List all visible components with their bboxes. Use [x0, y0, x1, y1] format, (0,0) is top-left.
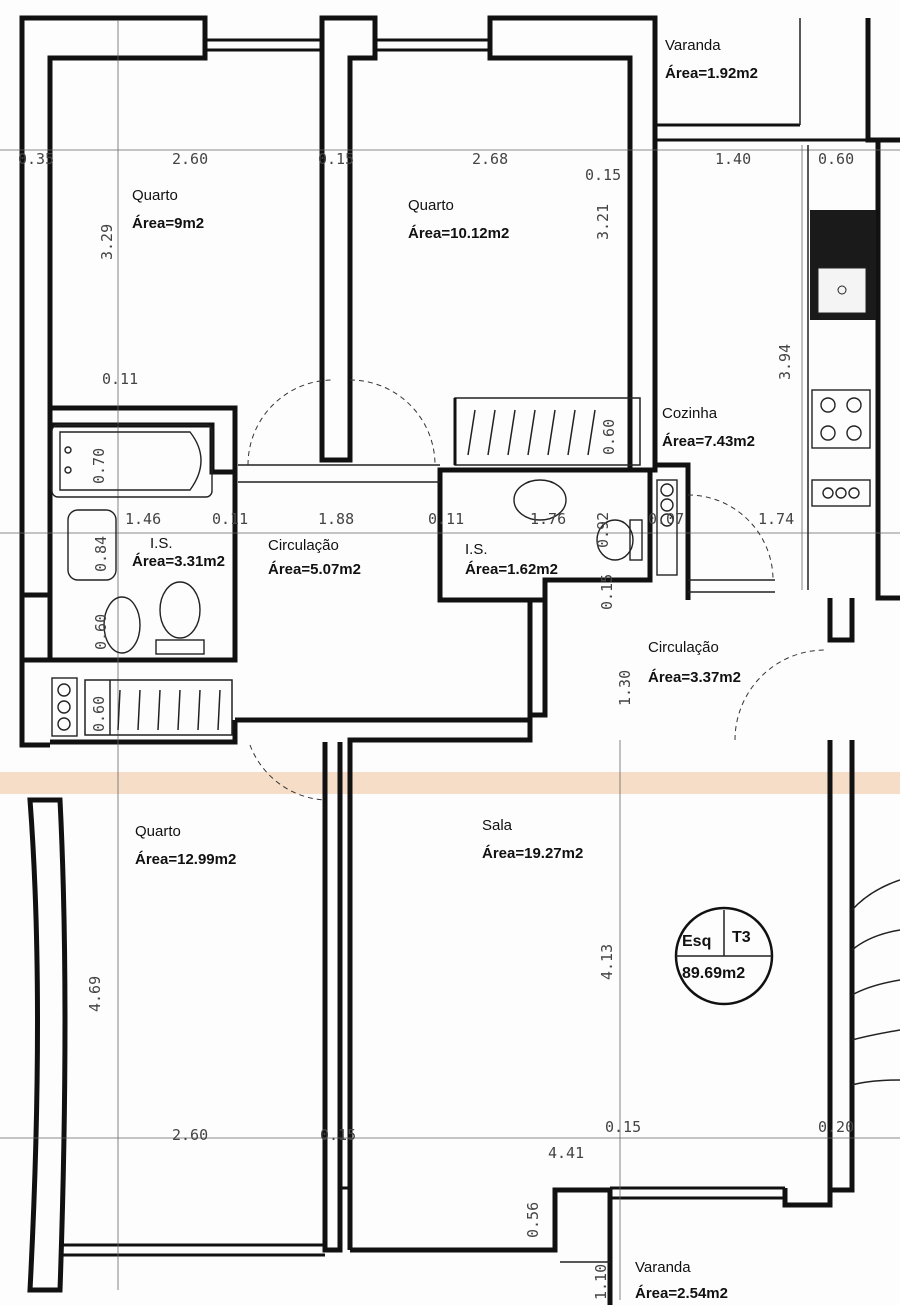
dim-label: 1.46 [125, 510, 161, 528]
dim-label: 1.74 [758, 510, 794, 528]
heater-icon [656, 479, 678, 576]
room-labels: Quarto Área=9m2 Quarto Área=10.12m2 Vara… [132, 37, 758, 1302]
dim-label: 0.70 [90, 448, 108, 484]
room-area-circulacao-1: Área=5.07m2 [268, 561, 361, 578]
dim-label: 0.15 [585, 166, 621, 184]
bathtub-icon [51, 424, 213, 498]
room-name-varanda-1: Varanda [665, 37, 721, 54]
dim-label: 4.41 [548, 1144, 584, 1162]
badge-total: 89.69m2 [682, 965, 745, 982]
dim-label: 0.56 [524, 1202, 542, 1238]
badge-line2: T3 [732, 929, 751, 946]
dim-label: 3.94 [776, 344, 794, 380]
heater-icon-2 [51, 677, 78, 737]
room-area-quarto-1: Área=9m2 [132, 215, 204, 232]
dim-label: 0.92 [594, 512, 612, 548]
bidet-icon [103, 596, 141, 654]
room-area-varanda-1: Área=1.92m2 [665, 65, 758, 82]
stairs [851, 879, 900, 1086]
dim-label: 0.20 [818, 1118, 854, 1136]
dimension-labels: 0.35 2.60 0.15 2.68 0.15 3.29 3.21 1.40 … [18, 150, 854, 1300]
dim-label: 0.15 [598, 574, 616, 610]
closet-hatching-2 [117, 689, 221, 731]
toilet-icon-2 [596, 519, 634, 561]
walls [19, 15, 900, 1305]
fixtures [51, 145, 900, 1086]
dim-label: 2.60 [172, 1126, 208, 1144]
dim-label: 0.60 [90, 696, 108, 732]
room-name-quarto-2: Quarto [408, 197, 454, 214]
room-name-circulacao-1: Circulação [268, 537, 339, 554]
room-area-is-2: Área=1.62m2 [465, 561, 558, 578]
dim-label: 0.11 [212, 510, 248, 528]
paper-fold-stain [0, 772, 900, 794]
dim-label: 0.15 [320, 1126, 356, 1144]
room-name-circulacao-2: Circulação [648, 639, 719, 656]
dimension-lines [0, 20, 900, 1300]
room-name-varanda-2: Varanda [635, 1259, 691, 1276]
dim-label: 0.11 [102, 370, 138, 388]
room-name-is-1: I.S. [150, 535, 173, 552]
room-name-quarto-1: Quarto [132, 187, 178, 204]
room-area-quarto-3: Área=12.99m2 [135, 851, 236, 868]
dim-label: 1.10 [592, 1264, 610, 1300]
dim-label: 0.84 [92, 536, 110, 572]
apartment-badge: Esq T3 89.69m2 [674, 906, 774, 1006]
washbasin-icon [67, 509, 117, 581]
room-area-circulacao-2: Área=3.37m2 [648, 669, 741, 686]
room-area-quarto-2: Área=10.12m2 [408, 225, 509, 242]
room-area-is-1: Área=3.31m2 [132, 553, 225, 570]
dim-label: 3.29 [98, 224, 116, 260]
oven-icon [811, 479, 871, 507]
dim-label: 4.13 [598, 944, 616, 980]
dim-label: 0.15 [605, 1118, 641, 1136]
dim-label: 2.68 [472, 150, 508, 168]
dim-label: 4.69 [86, 976, 104, 1012]
dim-label: 1.40 [715, 150, 751, 168]
room-name-quarto-3: Quarto [135, 823, 181, 840]
badge-line1: Esq [682, 933, 711, 950]
dim-label: 0.60 [92, 614, 110, 650]
room-area-sala: Área=19.27m2 [482, 845, 583, 862]
kitchen-sink-icon [817, 267, 867, 314]
dim-label: 0.07 [648, 510, 684, 528]
room-area-varanda-2: Área=2.54m2 [635, 1285, 728, 1302]
dim-label: 0.11 [428, 510, 464, 528]
washbasin-icon-2 [513, 479, 567, 521]
room-name-sala: Sala [482, 817, 513, 834]
toilet-icon [159, 581, 201, 639]
stove-icon [811, 389, 871, 449]
dim-label: 0.35 [18, 150, 54, 168]
dim-label: 3.21 [594, 204, 612, 240]
dim-label: 1.88 [318, 510, 354, 528]
dim-label: 2.60 [172, 150, 208, 168]
door-swings [238, 379, 826, 801]
dim-label: 0.60 [818, 150, 854, 168]
room-area-cozinha: Área=7.43m2 [662, 433, 755, 450]
dim-label: 0.15 [318, 150, 354, 168]
room-name-cozinha: Cozinha [662, 405, 718, 422]
closet-hatching [467, 409, 596, 456]
room-name-is-2: I.S. [465, 541, 488, 558]
dim-label: 1.30 [616, 670, 634, 706]
dim-label: 1.76 [530, 510, 566, 528]
dim-label: 0.60 [600, 419, 618, 455]
